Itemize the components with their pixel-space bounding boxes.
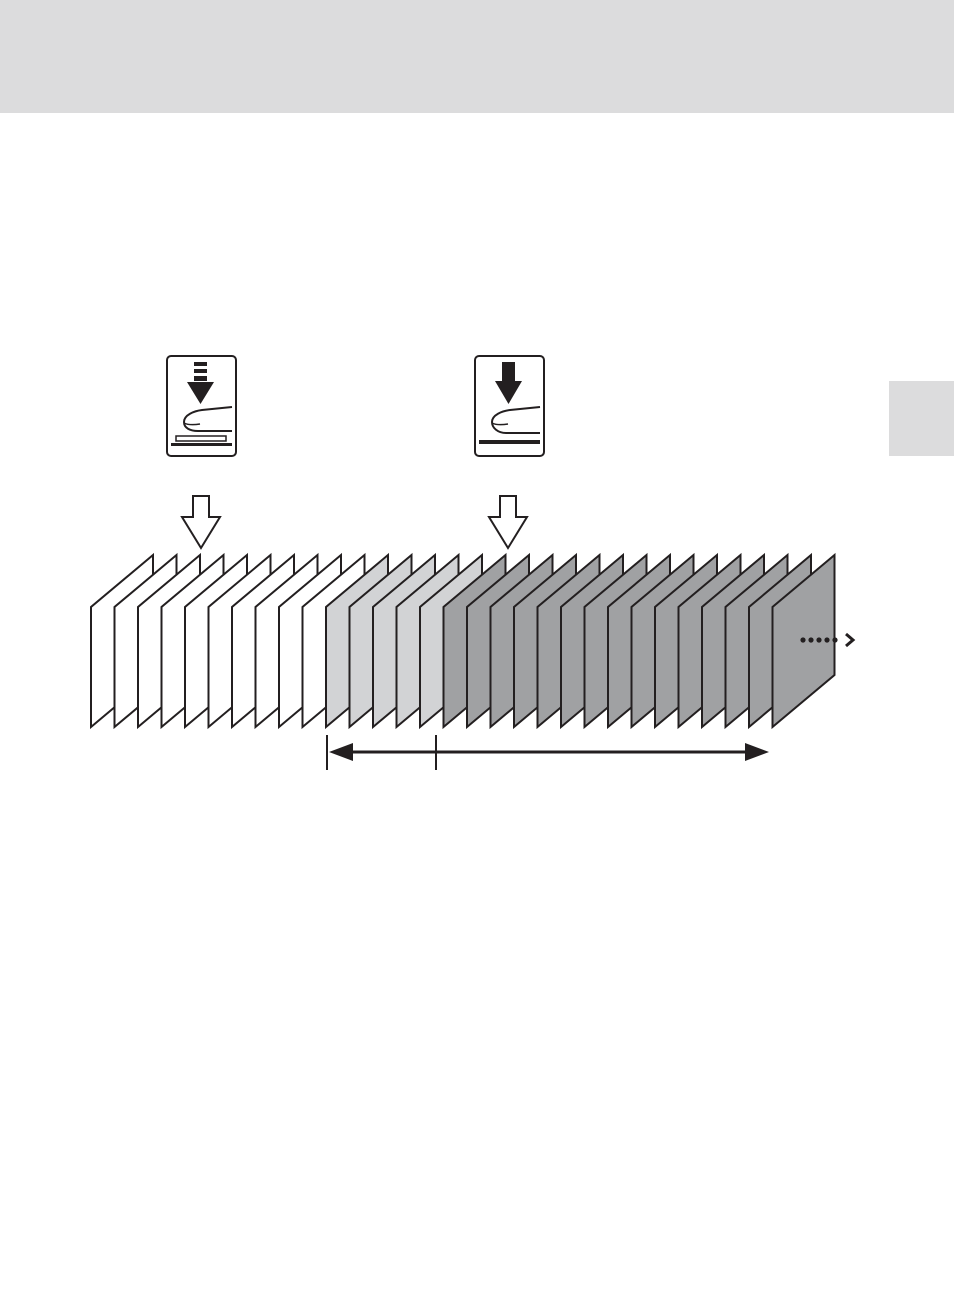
shutter-half-press-icon <box>166 355 237 458</box>
frame-sequence-svg <box>0 540 954 780</box>
frame-sequence <box>0 540 954 780</box>
header-band <box>0 0 954 113</box>
section-tab <box>889 381 954 456</box>
shutter-full-press-icon <box>474 355 545 458</box>
recording-range-arrow <box>327 735 769 770</box>
